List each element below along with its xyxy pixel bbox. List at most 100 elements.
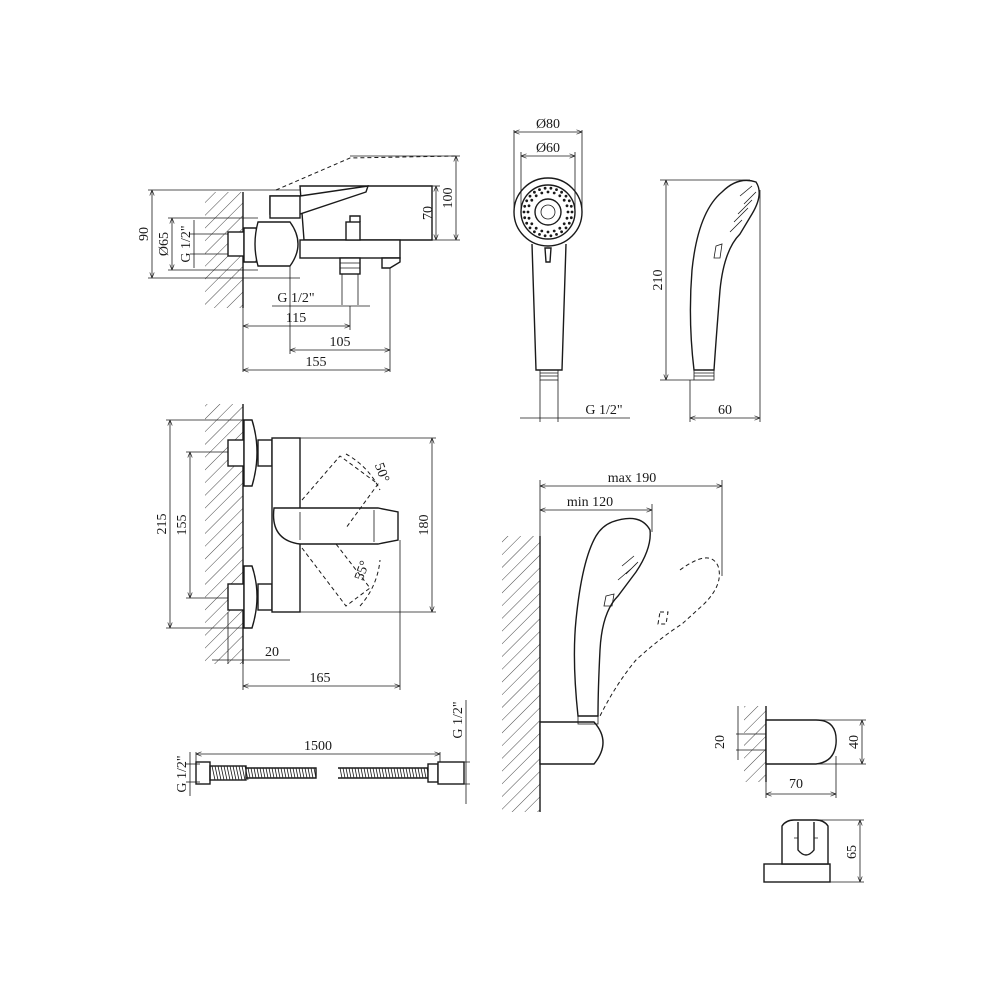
nozzle-dot [523,204,527,208]
coil-line [262,767,266,779]
coil-line [351,767,355,779]
knurl-line [214,765,219,781]
nozzle-dot [540,229,544,233]
nozzle-dot [522,210,526,214]
coil-line [384,767,388,779]
dim-g-hose-right: G 1/2" [451,701,466,738]
dim-100: 100 [441,188,456,209]
coil-line [360,767,364,779]
dim-180: 180 [417,515,432,536]
nozzle-dot [546,230,550,234]
coil-line [387,767,391,779]
angle-50: 50° [371,461,392,485]
knurl-line [238,765,243,781]
coil-line [369,767,373,779]
coil-line [256,767,260,779]
coil-line [310,767,314,779]
nozzle-dot [570,210,574,214]
coil-line [363,767,367,779]
coil-line [393,767,397,779]
coil-line [378,767,382,779]
coil-line [283,767,287,779]
wall-hatch-holder-side [744,706,766,782]
nozzle-dot [525,221,529,225]
knurl-line [235,765,240,781]
coil-line [250,767,254,779]
hose-coils [247,767,430,779]
coil-line [399,767,403,779]
knurl-line [241,765,246,781]
coil-line [345,767,349,779]
dim-max-190: max 190 [608,471,657,486]
coil-line [307,767,311,779]
dim-65: 65 [845,845,860,859]
coil-line [253,767,257,779]
dim-d80: Ø80 [536,117,560,132]
nozzle-dot [567,199,571,203]
nozzle-dot [527,204,531,208]
nozzle-dot [562,198,566,202]
handset-front-view: G 1/2" Ø80 Ø60 [513,117,630,422]
dim-g-inlet: G 1/2" [179,225,194,262]
dim-40: 40 [847,735,862,749]
wall-hatch-holder [502,536,540,812]
coil-line [298,767,302,779]
dim-20: 20 [265,645,279,660]
coil-line [417,767,421,779]
dim-210: 210 [651,270,666,291]
coil-line [408,767,412,779]
nozzle-dot [533,230,536,234]
mixer-front-view: 50° 55° 215 155 180 20 165 [155,404,436,690]
nozzle-dot [552,229,556,233]
nozzle-dot [549,186,553,190]
coil-line [411,767,415,779]
nozzle-dot [565,204,569,208]
coil-line [357,767,361,779]
knurl-line [211,765,216,781]
nozzle-dot [528,226,532,230]
coil-line [265,767,269,779]
dim-d65: Ø65 [157,232,172,256]
nozzle-dot [546,190,550,194]
knurl-line [226,765,231,781]
coil-line [313,767,317,779]
coil-line [274,767,278,779]
nozzle-dot [558,194,562,198]
knurl-line [229,765,234,781]
nozzle-dot [525,199,529,203]
dim-155-front: 155 [175,515,190,536]
nozzle-dot [569,204,573,208]
coil-line [280,767,284,779]
coil-line [390,767,394,779]
coil-line [268,767,272,779]
dim-215: 215 [155,514,170,535]
knurl-line [217,765,222,781]
knurl-line [220,765,225,781]
angle-55: 55° [352,559,373,583]
dim-d60: Ø60 [536,141,560,156]
handset-side-view: 210 60 [651,179,761,422]
coil-line [381,767,385,779]
coil-line [286,767,290,779]
coil-line [414,767,418,779]
coil-line [295,767,299,779]
coil-line [277,767,281,779]
coil-line [271,767,275,779]
coil-line [342,767,346,779]
mixer-top-view: 90 Ø65 G 1/2" 70 100 G 1/2" 115 105 [137,155,460,372]
dim-105: 105 [330,335,351,350]
nozzle-dot [555,188,558,192]
coil-line [420,767,424,779]
dim-70-holder: 70 [789,777,803,792]
nozzle-dot [526,210,530,214]
hose-view: 1500 G 1/2" G 1/2" [175,700,470,804]
coil-line [354,767,358,779]
nozzle-dot [555,233,558,236]
nozzle-dot [567,221,571,225]
holder-side-view: 20 40 70 [713,706,866,798]
nozzle-dot [565,216,569,220]
coil-line [396,767,400,779]
nozzle-dot [534,194,538,198]
nozzle-dot [552,191,556,195]
